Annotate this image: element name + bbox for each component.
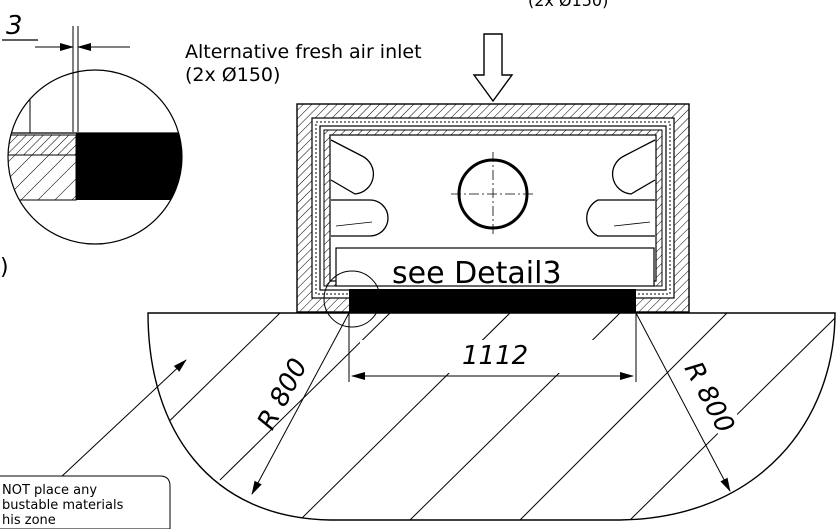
width-dimension-label: 1112	[462, 341, 528, 371]
detail-3-view: 3 )	[0, 11, 183, 280]
width-dimension: 1112	[348, 313, 637, 382]
warning-line2: bustable materials	[2, 498, 124, 513]
edge-mark: )	[0, 255, 9, 280]
warning-line3: his zone	[2, 513, 56, 528]
inlet-label-line2: (2x Ø150)	[185, 64, 280, 86]
see-detail-box	[335, 247, 655, 287]
warning-note: NOT place any bustable materials his zon…	[0, 475, 171, 529]
see-detail-label: see Detail3	[392, 256, 562, 291]
base-plate	[349, 289, 636, 313]
top-cut-label: (2x Ø150)	[528, 0, 608, 10]
inlet-arrow-icon	[472, 33, 514, 103]
flue-circle	[451, 152, 535, 236]
burner-tubes	[330, 139, 656, 237]
radius-left: R 800	[225, 312, 350, 495]
warning-line1: NOT place any	[2, 483, 97, 498]
detail-marker-label: 3	[6, 11, 23, 41]
detail-reference-circle	[323, 270, 381, 328]
radius-right-label: R 800	[678, 357, 740, 438]
detail-circle	[7, 69, 183, 245]
warning-leader	[59, 359, 187, 479]
radius-right: R 800	[635, 312, 745, 492]
inlet-label-line1: Alternative fresh air inlet	[185, 41, 422, 63]
